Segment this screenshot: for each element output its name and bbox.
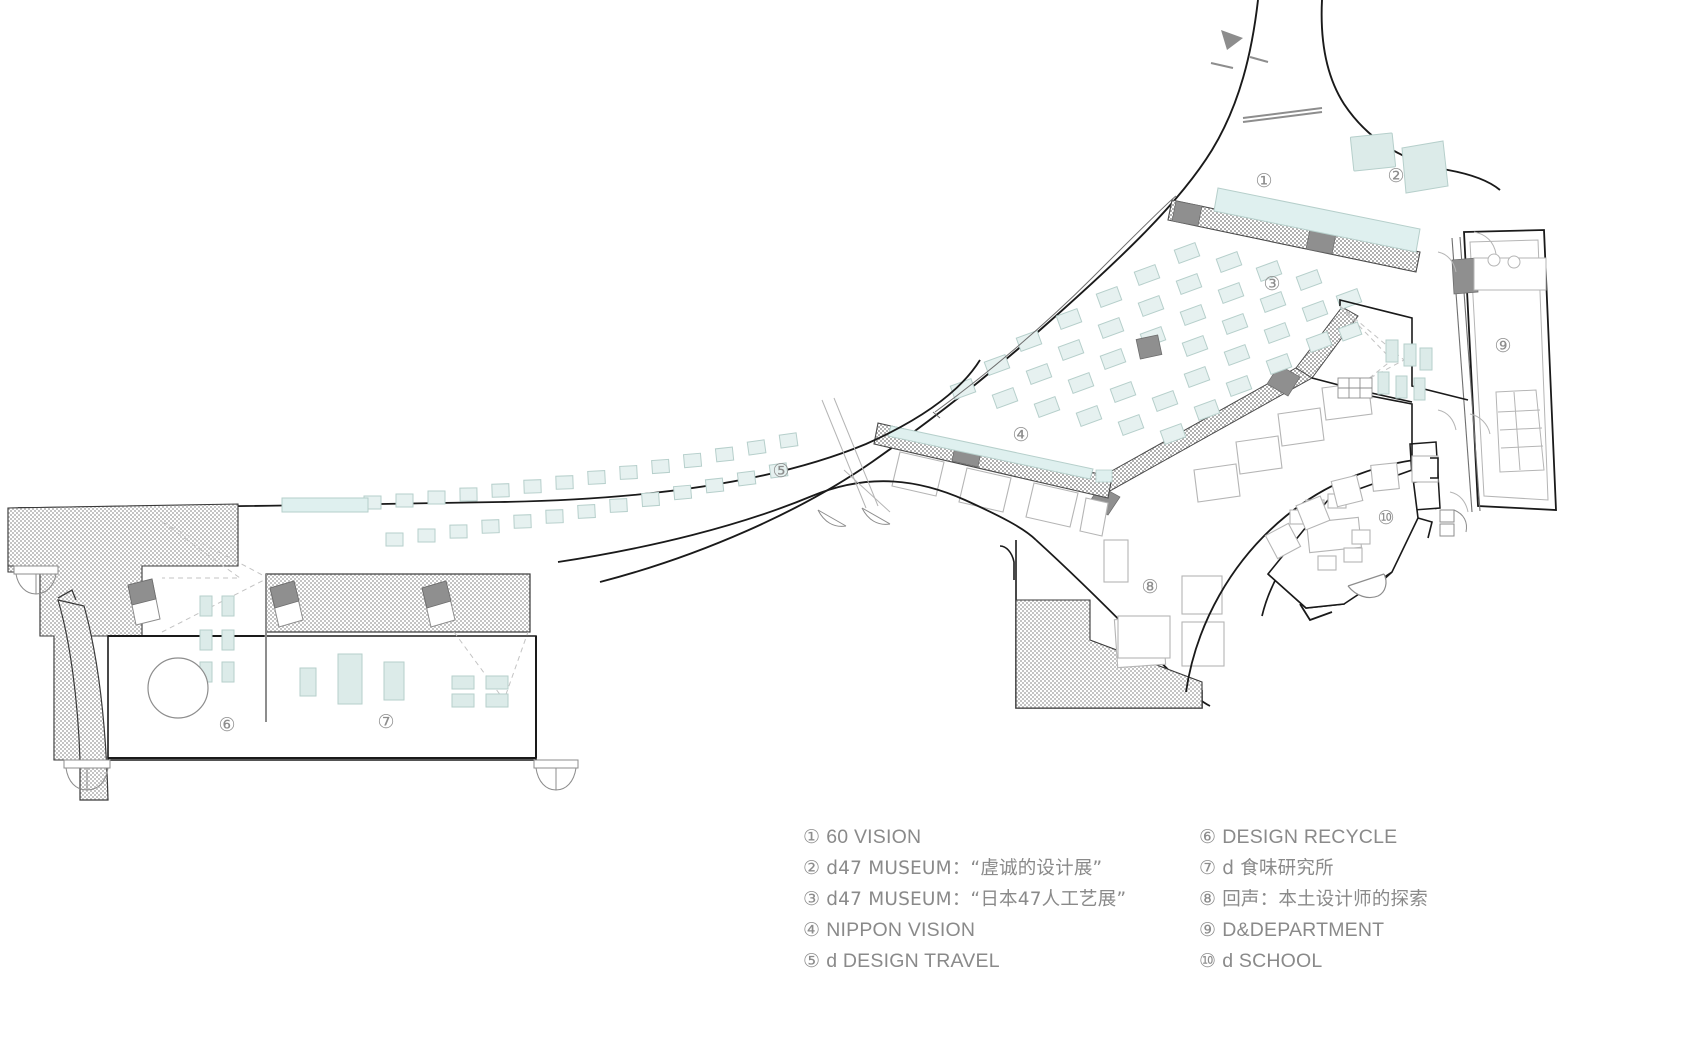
projection-cone (453, 631, 529, 702)
display-band-design-travel (281, 497, 369, 513)
exhibit-block (1401, 140, 1449, 194)
legend-label: d 食味研究所 (1222, 858, 1334, 879)
zone-d-and-department (1409, 229, 1557, 537)
zone-d-food-research-lab (265, 573, 531, 722)
zone-design-recycle (127, 521, 270, 719)
legend-number: ④ (803, 920, 821, 941)
plan-marker-7: ⑦ (377, 712, 394, 733)
counter-fixture-left (269, 580, 304, 628)
corridor-nook-exhibits (1337, 305, 1433, 401)
counter-block (265, 573, 531, 633)
wall-tapered-column (57, 599, 109, 801)
legend-number: ② (803, 858, 821, 879)
zone-60-vision (1167, 187, 1421, 273)
shop-counter (1473, 253, 1547, 291)
footing (13, 565, 59, 595)
counter-fixture-right (421, 580, 456, 628)
display-band-60-vision (1213, 187, 1421, 253)
legend-number: ⑦ (1199, 858, 1217, 879)
zone-d-design-travel-trail (281, 432, 799, 547)
plan-marker-group: ① ② ③ ④ ⑤ ⑥ ⑦ ⑧ ⑨ ⑩ (218, 166, 1511, 736)
zone-nippon-vision (873, 381, 1373, 537)
legend-label: DESIGN RECYCLE (1222, 826, 1398, 848)
solid-pier (1451, 257, 1479, 295)
left-building-block (7, 503, 891, 801)
legend-item: ③ d47 MUSEUM：“日本47人工艺展” (803, 884, 1199, 915)
legend-label: d47 MUSEUM：“日本47人工艺展” (826, 889, 1127, 910)
legend-label: d DESIGN TRAVEL (826, 950, 1000, 972)
podium-fixture (1347, 573, 1387, 599)
legend-label: 回声：本土设计师的探索 (1222, 889, 1428, 910)
legend-label: d47 MUSEUM：“虗诚的设计展” (826, 858, 1103, 879)
footing (533, 759, 579, 791)
legend-number: ③ (803, 889, 821, 910)
stair-run (1495, 389, 1545, 473)
legend-item: ④ NIPPON VISION (803, 915, 1199, 946)
atrium-stair-lines (821, 397, 891, 513)
plan-marker-5: ⑤ (772, 461, 789, 482)
north-arrow-icon (1221, 30, 1243, 50)
exhibit-panels (1103, 539, 1225, 669)
stool (1487, 253, 1501, 267)
footing (63, 759, 111, 791)
tile-grid-symbol (1337, 377, 1373, 399)
exhibit-plinths (299, 653, 509, 708)
legend-label: NIPPON VISION (826, 919, 976, 941)
zone-d47-sincerity (1349, 132, 1449, 194)
plan-marker-8: ⑧ (1141, 577, 1158, 598)
exhibit-panels (199, 595, 235, 683)
legend-item: ⑥ DESIGN RECYCLE (1199, 822, 1579, 853)
column-footings (13, 565, 579, 791)
plan-marker-2: ② (1387, 166, 1404, 187)
legend-item: ① 60 VISION (803, 822, 1199, 853)
plan-marker-10: ⑩ (1377, 508, 1394, 529)
legend-item: ② d47 MUSEUM：“虗诚的设计展” (803, 853, 1199, 884)
arc-chairs (1264, 455, 1439, 560)
legend-item: ⑦ d 食味研究所 (1199, 853, 1579, 884)
angled-fixture (127, 578, 161, 626)
curtain-wall-double-line (932, 195, 1177, 419)
legend-number: ⑨ (1199, 920, 1217, 941)
plan-marker-6: ⑥ (218, 715, 235, 736)
legend-column-right: ⑥ DESIGN RECYCLE ⑦ d 食味研究所 ⑧ 回声：本土设计师的探索… (1199, 822, 1579, 977)
legend-label: d SCHOOL (1222, 950, 1323, 972)
floor-wedge-echo (1015, 599, 1203, 709)
legend-number: ⑩ (1199, 951, 1217, 972)
legend-number: ⑤ (803, 951, 821, 972)
legend-number: ① (803, 827, 821, 848)
legend-item: ⑤ d DESIGN TRAVEL (803, 946, 1199, 977)
stool (1507, 255, 1521, 269)
legend-column-left: ① 60 VISION ② d47 MUSEUM：“虗诚的设计展” ③ d47 … (803, 822, 1199, 977)
zone-echo-local-designers (999, 539, 1225, 709)
zone-d47-crafts-gallery (949, 242, 1363, 516)
plan-marker-1: ① (1255, 171, 1272, 192)
zone-d-school (1185, 455, 1439, 693)
legend-label: 60 VISION (826, 826, 922, 848)
round-table (147, 657, 209, 719)
legend: ① 60 VISION ② d47 MUSEUM：“虗诚的设计展” ③ d47 … (803, 822, 1583, 977)
plan-marker-3: ③ (1263, 274, 1280, 295)
plan-marker-4: ④ (1012, 425, 1029, 446)
chair (1351, 529, 1371, 545)
pedestal-grid (949, 242, 1363, 445)
chair (1317, 555, 1337, 571)
legend-number: ⑧ (1199, 889, 1217, 910)
atrium-door-leaves (817, 507, 891, 527)
door-bracket (1417, 457, 1439, 539)
exhibit-block (1349, 132, 1397, 172)
entry-door-symbols (1210, 56, 1323, 123)
legend-item: ⑧ 回声：本土设计师的探索 (1199, 884, 1579, 915)
plan-marker-9: ⑨ (1494, 336, 1511, 357)
legend-item: ⑩ d SCHOOL (1199, 946, 1579, 977)
legend-number: ⑥ (1199, 827, 1217, 848)
legend-item: ⑨ D&DEPARTMENT (1199, 915, 1579, 946)
chair (1343, 547, 1363, 563)
legend-label: D&DEPARTMENT (1222, 919, 1385, 941)
exhibit-panels-row (891, 451, 1109, 537)
pedestal-highlighted (1135, 334, 1163, 360)
